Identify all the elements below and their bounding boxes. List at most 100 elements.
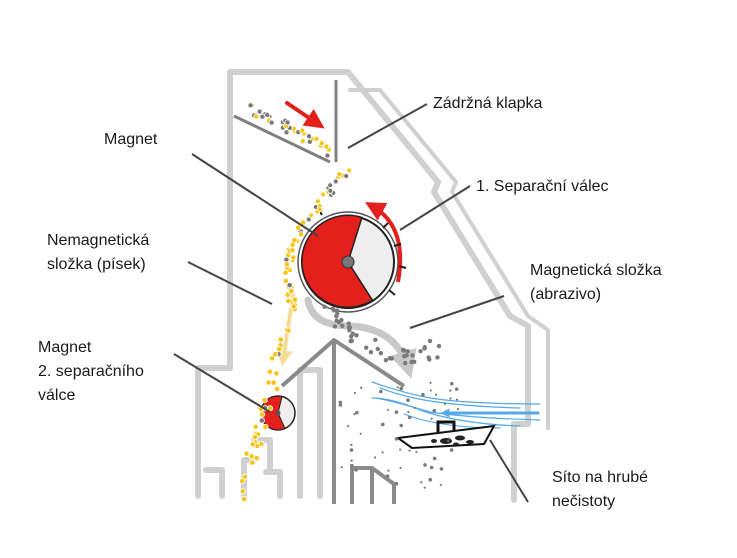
- airflow: [371, 381, 541, 429]
- roller-axle: [341, 255, 355, 269]
- abrasive-particle: [340, 323, 345, 329]
- sand-particle: [313, 135, 320, 142]
- abrasive-particle: [399, 466, 402, 469]
- abrasive-particle: [368, 349, 374, 355]
- abrasive-particle: [423, 486, 426, 489]
- sand-particle: [258, 411, 266, 418]
- label-retaining-flap: Zádržná klapka: [433, 95, 543, 112]
- abrasive-particle: [428, 477, 433, 482]
- abrasive-particle: [423, 463, 427, 467]
- abrasive-particle: [339, 317, 344, 323]
- abrasive-particle: [385, 474, 390, 478]
- abrasive-particle: [259, 113, 266, 120]
- abrasive-particle: [324, 152, 331, 159]
- abrasive-particle: [354, 333, 359, 338]
- sand-particle: [283, 261, 291, 268]
- abrasive-particle: [418, 348, 423, 354]
- sand-particle: [249, 459, 256, 466]
- abrasive-particle: [360, 386, 363, 389]
- abrasive-particle: [347, 424, 350, 428]
- sand-particle: [282, 277, 290, 285]
- abrasive-particle: [407, 415, 412, 420]
- abrasive-particle: [454, 387, 459, 391]
- abrasive-particle: [455, 398, 459, 401]
- abrasive-particle: [421, 392, 425, 397]
- abrasive-particle: [399, 386, 404, 391]
- sand-particle: [291, 296, 298, 303]
- sand-particle: [316, 206, 323, 213]
- abrasive-particle: [381, 451, 384, 454]
- leader-nonmagnetic: [187, 261, 273, 305]
- sand-particle: [248, 453, 255, 460]
- abrasive-particle: [401, 348, 407, 353]
- sand-particle: [239, 477, 246, 485]
- sand-particle: [290, 303, 297, 310]
- sand-particle: [289, 247, 296, 254]
- abrasive-particle: [327, 187, 334, 194]
- abrasive-particle: [399, 423, 403, 428]
- abrasive-particle: [350, 459, 353, 462]
- abrasive-particle: [449, 389, 452, 392]
- sand-particle: [265, 379, 272, 386]
- abrasive-particle: [432, 408, 437, 413]
- abrasive-particle: [264, 111, 271, 118]
- abrasive-particle: [389, 356, 395, 361]
- sand-particle: [266, 368, 274, 375]
- abrasive-particle: [435, 355, 440, 360]
- label-magnetic: Magnetická složka (abrazivo): [530, 262, 662, 303]
- abrasive-particle: [364, 345, 369, 350]
- abrasive-particle: [439, 483, 442, 487]
- abrasive-particle: [332, 324, 338, 329]
- sand-particle: [295, 224, 302, 231]
- abrasive-particle: [430, 417, 433, 420]
- sand-particle: [272, 351, 279, 358]
- sand-particle: [252, 423, 259, 430]
- abrasive-particle: [434, 393, 438, 396]
- sand-particle: [323, 143, 330, 150]
- abrasive-particle: [386, 408, 389, 411]
- abrasive-particle: [349, 448, 354, 452]
- abrasive-particle: [447, 439, 450, 443]
- sand-particle: [299, 138, 306, 145]
- abrasive-particle: [450, 381, 454, 386]
- abrasive-particle: [327, 182, 334, 189]
- abrasive-particle: [405, 349, 411, 354]
- abrasive-particle: [378, 389, 383, 394]
- abrasive-particle: [412, 359, 417, 364]
- abrasive-particle: [322, 304, 327, 309]
- abrasive-particle: [258, 417, 265, 424]
- abrasive-particle: [394, 410, 399, 414]
- sand-particle: [288, 288, 295, 295]
- abrasive-particle: [422, 346, 427, 351]
- label-magnet: Magnet: [104, 131, 158, 148]
- abrasive-particle: [378, 350, 384, 356]
- leader-magnetic: [409, 295, 505, 329]
- abrasive-particle: [359, 432, 362, 435]
- sand-particle: [282, 269, 289, 276]
- abrasive-particle: [436, 343, 442, 349]
- sand-particle: [285, 297, 292, 305]
- abrasive-particle: [346, 325, 352, 331]
- abrasive-particle: [413, 406, 416, 410]
- abrasive-particle: [350, 463, 354, 468]
- abrasive-particle: [305, 133, 312, 140]
- abrasive-particle: [448, 437, 451, 440]
- abrasive-particle: [406, 398, 410, 402]
- abrasive-particle: [408, 449, 411, 452]
- sand-particle: [243, 450, 250, 457]
- abrasive-particle: [410, 353, 415, 358]
- abrasive-particle: [349, 338, 355, 344]
- abrasive-particle: [353, 391, 356, 395]
- sand-particle: [273, 370, 280, 377]
- feed-direction-arrow-icon: [285, 101, 325, 129]
- retaining-flap: [233, 80, 338, 164]
- abrasive-particle: [354, 468, 358, 472]
- abrasive-particle: [340, 465, 343, 469]
- sand-particle: [253, 113, 260, 120]
- abrasive-particle: [373, 456, 377, 459]
- sand-particle: [297, 231, 305, 238]
- sand-particle: [241, 496, 248, 503]
- sand-particle: [251, 434, 259, 441]
- label-screen: Síto na hrubé nečistoty: [552, 469, 649, 510]
